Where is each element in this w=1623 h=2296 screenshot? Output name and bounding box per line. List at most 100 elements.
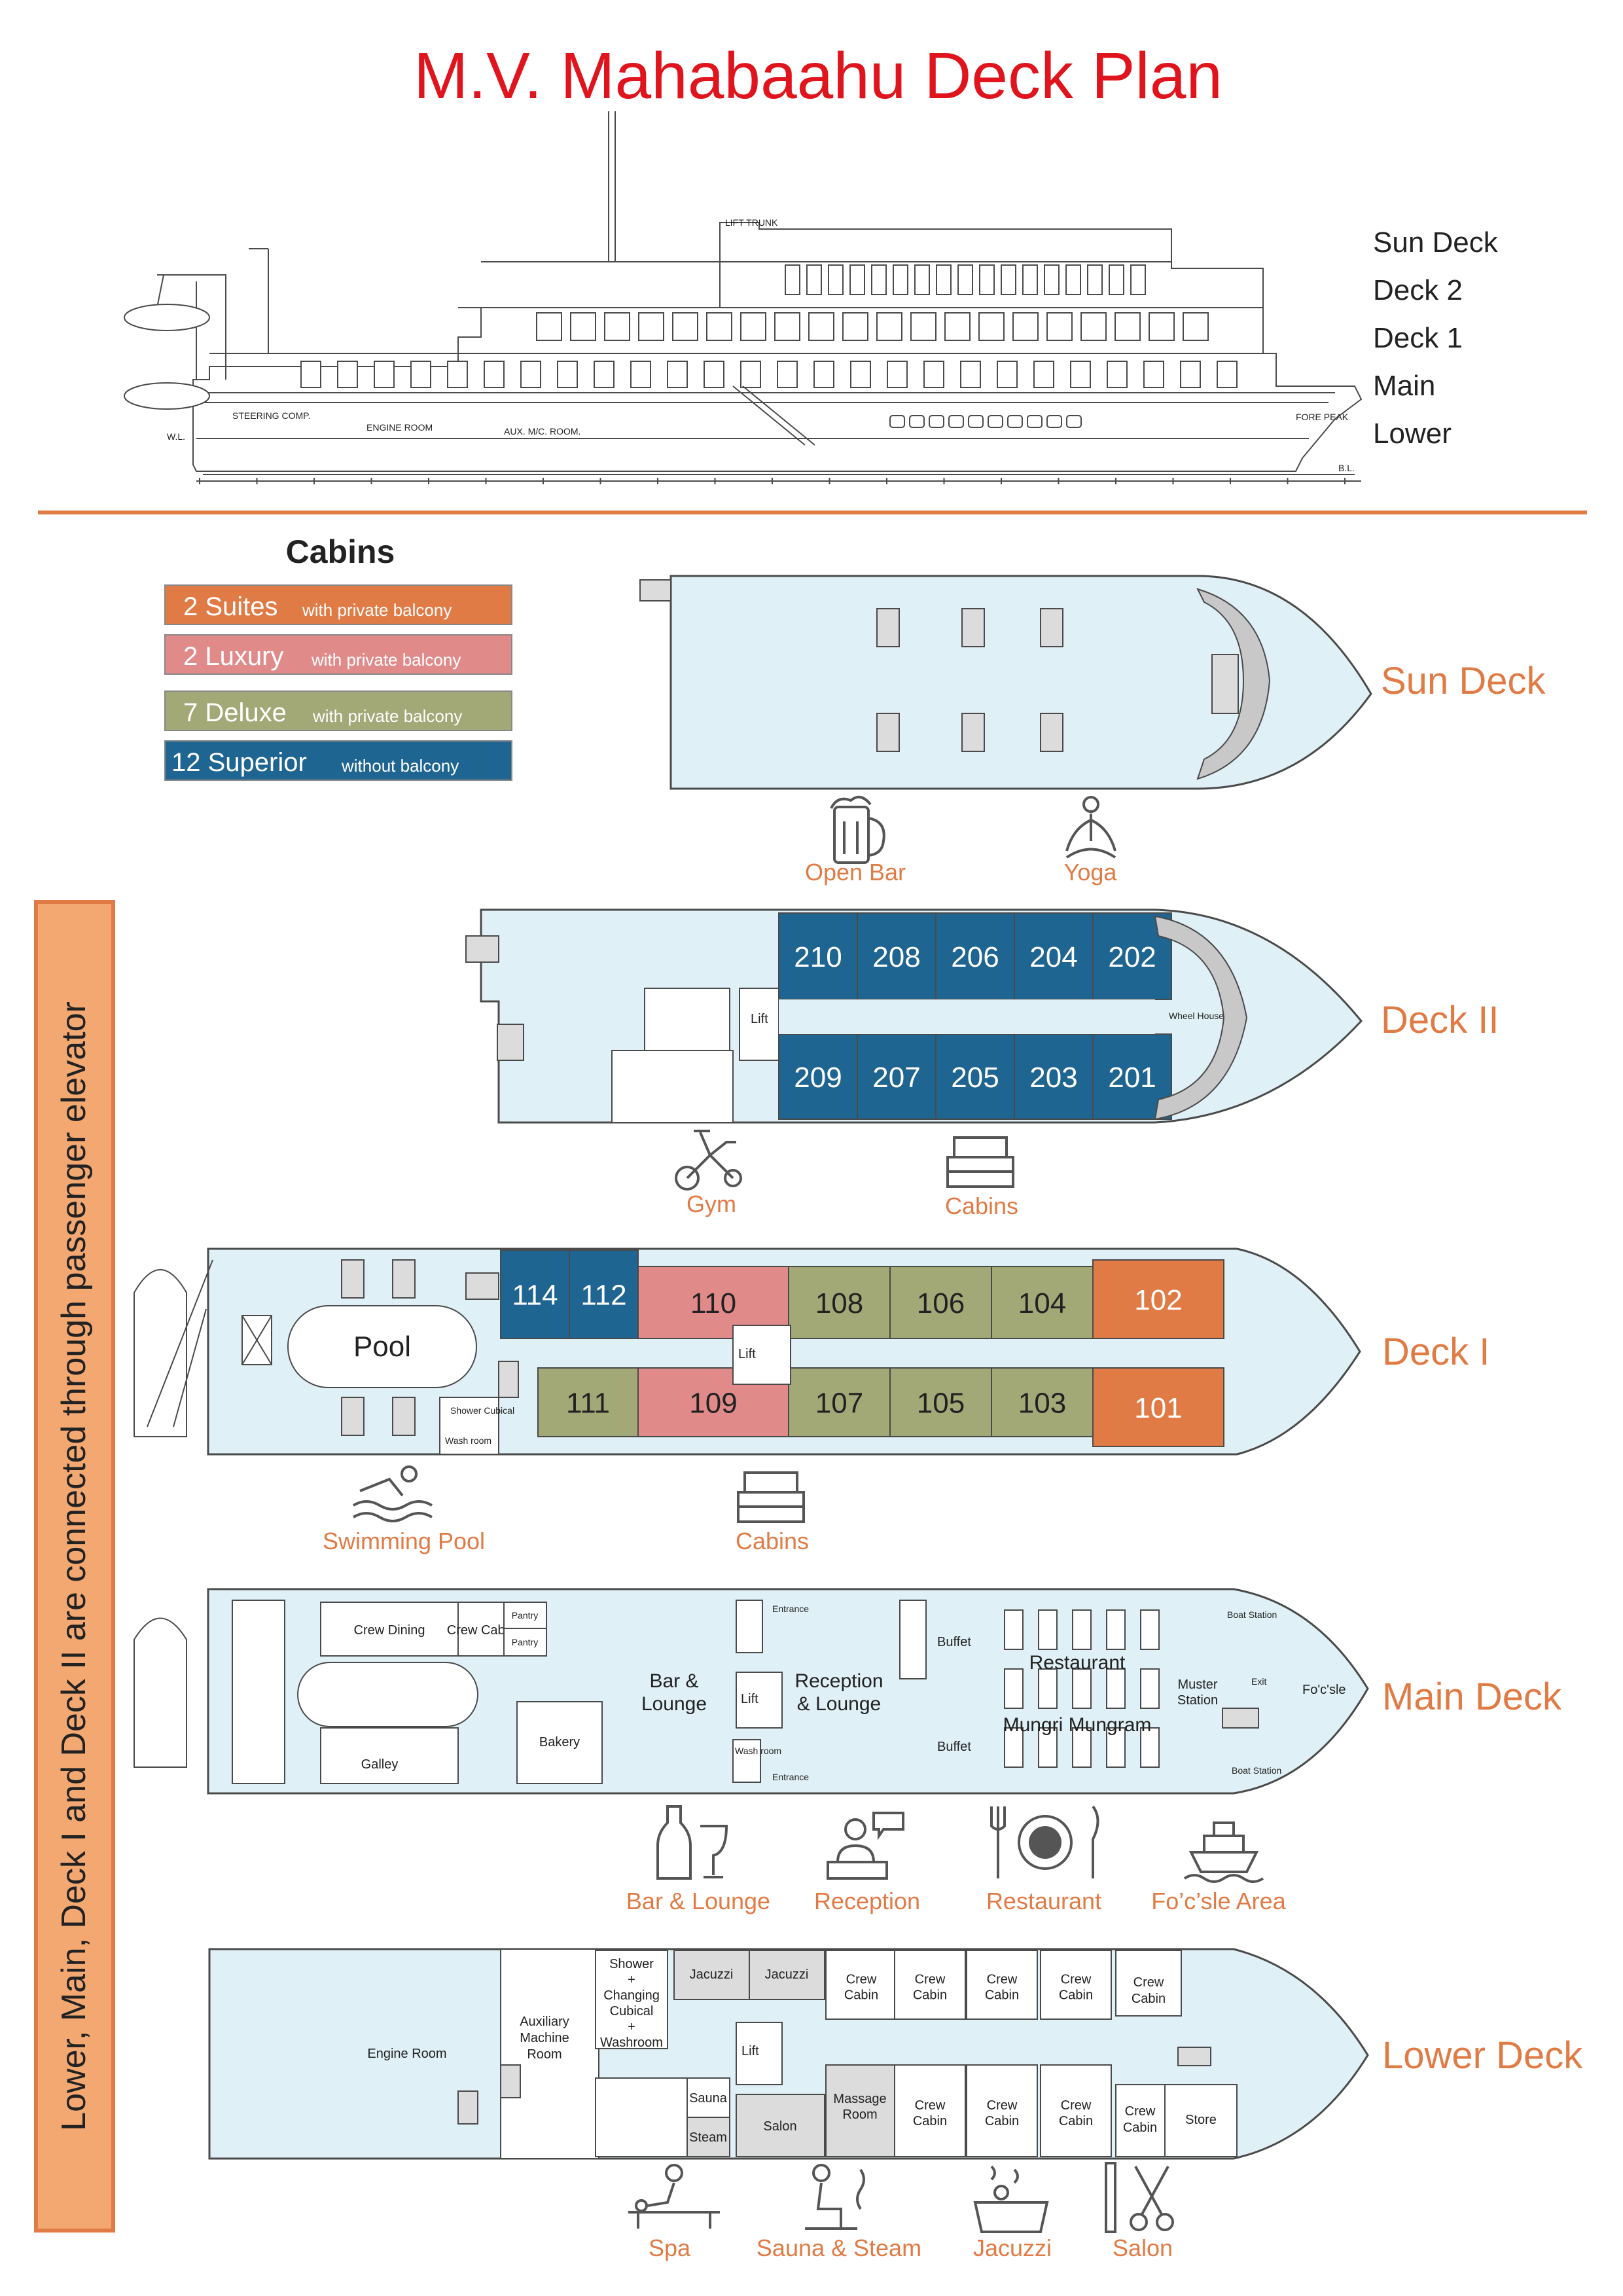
cabin-202-number: 202 — [1108, 941, 1156, 973]
buffet-label-1: Buffet — [937, 1635, 971, 1649]
main-deck: Crew Dining Crew Cabin Pantry Pantry Gal… — [134, 1588, 1562, 1914]
cabin-101-number: 101 — [1134, 1392, 1182, 1424]
buffet-label-2: Buffet — [937, 1740, 971, 1754]
pantry-label-1: Pantry — [512, 1610, 538, 1621]
ship-icon — [1183, 1821, 1264, 1883]
deck-1-lifeboat — [134, 1269, 187, 1437]
bed-icon — [946, 1136, 1014, 1188]
main-crew-cabin-label: Crew Cabin — [447, 1623, 515, 1638]
icon-label-salon: Salon — [1113, 2234, 1173, 2261]
cabin-106-number: 106 — [917, 1287, 965, 1319]
entrance-label-top: Entrance — [772, 1604, 809, 1614]
cabin-112: 112 — [569, 1249, 639, 1339]
salon-label: Salon — [763, 2119, 796, 2134]
icon-label-bar-lounge: Bar & Lounge — [626, 1888, 770, 1914]
cabin-102-number: 102 — [1134, 1284, 1182, 1316]
cabin-101: 101 — [1092, 1367, 1224, 1447]
crew-cabin-label-1-b: Cabin — [844, 1988, 878, 2003]
cabin-114-number: 114 — [512, 1280, 558, 1312]
cabin-206: 206 — [935, 912, 1015, 1000]
lower-deck-label: Lower Deck — [1382, 2034, 1583, 2077]
deck-1-lift-box[interactable] — [732, 1325, 791, 1385]
legend-superior-main: 12 Superior — [171, 748, 307, 777]
lower-deck-lift-box[interactable] — [736, 2022, 783, 2085]
elevator-note: Lower, Main, Deck I and Deck II are conn… — [55, 1001, 93, 2131]
sun-deck: Sun Deck Open Bar Yoga — [639, 575, 1546, 886]
sun-deck-stairs — [639, 579, 671, 601]
shower-label-1: Shower — [609, 1957, 654, 1971]
bakery-label: Bakery — [539, 1735, 580, 1749]
legend-deluxe-main: 7 Deluxe — [183, 698, 287, 727]
lower-deck-lift-label: Lift — [741, 2044, 759, 2058]
legend-luxury-main: 2 Luxury — [183, 642, 283, 671]
aux-label-2: Machine — [520, 2031, 569, 2045]
crew-cabin-6 — [966, 2064, 1038, 2157]
legend-deluxe-sub: with private balcony — [312, 706, 462, 726]
profile-level-main: Main — [1373, 370, 1435, 402]
boat-station-label-top: Boat Station — [1227, 1609, 1277, 1620]
massage-icon — [628, 2164, 720, 2229]
crew-cabin-label-2: Crew — [915, 1973, 946, 1987]
main-deck-lift-box[interactable] — [736, 1672, 783, 1729]
wheel-house-label: Wheel House — [1169, 1011, 1224, 1021]
legend-luxury-sub: with private balcony — [311, 650, 461, 670]
cabin-204-number: 204 — [1029, 941, 1077, 973]
aux-label-1: Auxiliary — [520, 2015, 569, 2029]
aux-label-3: Room — [527, 2047, 562, 2062]
cabin-110-number: 110 — [690, 1287, 736, 1319]
cabin-114-area — [500, 1249, 570, 1339]
cabin-206-area — [935, 912, 1015, 1000]
crew-cabin-label-5-b: Cabin — [913, 2114, 947, 2128]
legend-superior-sub: without balcony — [341, 756, 459, 776]
cabin-202: 202 — [1092, 912, 1172, 1000]
bed-icon — [737, 1471, 805, 1523]
jacuzzi-label-2: Jacuzzi — [765, 1967, 809, 1982]
legend-heading: Cabins — [286, 533, 395, 570]
receptionist-icon — [827, 1812, 904, 1880]
crew-cabin-label-6: Crew — [987, 2098, 1018, 2113]
jacuzzi-label-1: Jacuzzi — [690, 1967, 734, 1982]
deck-2-room-lower — [611, 1050, 734, 1123]
cabin-101-area — [1092, 1367, 1224, 1447]
bl-label: B.L. — [1338, 463, 1355, 473]
crew-cabin-label-3: Crew — [987, 1973, 1018, 1987]
deck-2-lift-label: Lift — [751, 1012, 768, 1026]
cabin-209-number: 209 — [794, 1062, 842, 1094]
cabin-107: 107 — [788, 1367, 891, 1437]
crew-cabin-2 — [894, 1950, 966, 2020]
crew-dining-label: Crew Dining — [354, 1623, 425, 1638]
cabin-205-area — [935, 1033, 1015, 1120]
shower-label-5: + — [628, 2020, 635, 2034]
cabin-207: 207 — [857, 1033, 936, 1120]
cabin-105-number: 105 — [917, 1388, 965, 1420]
icon-label-yoga: Yoga — [1064, 859, 1118, 886]
cabin-207-number: 207 — [872, 1062, 920, 1094]
deck-2-room-left — [644, 988, 730, 1051]
reception-label-line2: & Lounge — [797, 1693, 881, 1715]
profile-level-sun: Sun Deck — [1373, 226, 1499, 259]
cabin-108-area — [788, 1266, 891, 1339]
exit-label: Exit — [1251, 1676, 1266, 1687]
crew-cabin-label-4: Crew — [1061, 1973, 1092, 1987]
cabin-207-area — [857, 1033, 936, 1120]
cabin-104-area — [991, 1266, 1094, 1339]
legend-swatch-luxury — [164, 634, 512, 675]
bow-crew-cabin-label-2: Cabin — [1132, 1992, 1166, 2006]
pool-label: Pool — [353, 1331, 411, 1363]
bow-crew-cabin-label-4: Cabin — [1123, 2121, 1157, 2135]
sun-deck-canopy — [1196, 588, 1271, 780]
legend-suite-main: 2 Suites — [183, 592, 278, 621]
cabin-105-area — [889, 1367, 992, 1437]
crew-cabin-7 — [1040, 2064, 1112, 2157]
cabin-201-number: 201 — [1108, 1062, 1156, 1094]
profile-level-lower: Lower — [1373, 418, 1452, 450]
pool — [287, 1305, 477, 1388]
icon-label-cabins-deck1: Cabins — [736, 1528, 809, 1554]
hot-tub-icon — [973, 2165, 1049, 2233]
crew-cabin-label-3-b: Cabin — [985, 1988, 1019, 2003]
icon-label-sauna-steam: Sauna & Steam — [757, 2234, 921, 2261]
main-deck-lift-label: Lift — [741, 1692, 758, 1706]
cabin-111-area — [537, 1367, 639, 1437]
